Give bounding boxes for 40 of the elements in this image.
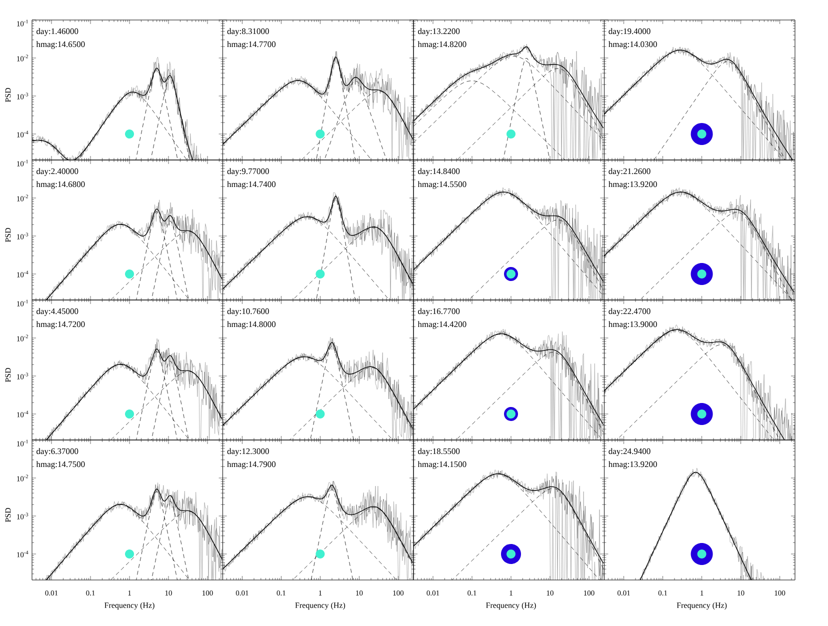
panel-annotation: hmag:14.6800 [36,181,85,189]
panel-annotation: hmag:14.7500 [36,461,85,469]
panel-annotation: hmag:13.9000 [608,321,657,329]
panel-annotation: hmag:14.7400 [227,181,276,189]
panel-annotation: hmag:13.9200 [608,461,657,469]
panel-annotation: hmag:14.7700 [227,41,276,49]
panel-annotation: day:14.8400 [418,168,460,176]
panel-annotation: hmag:14.7900 [227,461,276,469]
panel-annotation: day:16.7700 [418,308,460,316]
panel-annotation: hmag:14.8000 [227,321,276,329]
panel-annotation: hmag:14.5500 [418,181,466,189]
panel-annotation: hmag:14.4200 [418,321,466,329]
axis-label: PSD [5,228,11,242]
panel-annotation: day:19.4000 [608,28,650,36]
panel-annotation: hmag:14.7200 [36,321,85,329]
panel-annotation: day:10.7600 [227,308,269,316]
axis-label: PSD [5,508,11,522]
axis-label: PSD [5,88,11,102]
panel-annotation: day:8.31000 [227,28,269,36]
panel-annotation: day:2.40000 [36,168,78,176]
panel-annotation: hmag:14.0300 [608,41,657,49]
panel-annotation: day:22.4700 [608,308,650,316]
panel-annotation: day:9.77000 [227,168,269,176]
axis-label: Frequency (Hz) [486,602,536,610]
axis-label: Frequency (Hz) [104,602,154,610]
axis-label: Frequency (Hz) [676,602,727,610]
panel-annotation: day:13.2200 [418,28,460,36]
panel-annotation: day:21.2600 [608,168,650,176]
panel-annotation: day:6.37000 [36,448,78,456]
panel-annotation: day:4.45000 [36,308,78,316]
panel-annotation: day:1.46000 [36,28,78,36]
panel-annotation: day:18.5500 [418,448,460,456]
axis-label: Frequency (Hz) [295,602,346,610]
panel-annotation: hmag:13.9200 [608,181,657,189]
panel-annotation: hmag:14.1500 [418,461,466,469]
panel-annotation: hmag:14.8200 [418,41,466,49]
axis-label: PSD [5,368,11,382]
panel-annotation: hmag:14.6500 [36,41,85,49]
panel-annotation: day:24.9400 [608,448,650,456]
panel-annotation: day:12.3000 [227,448,269,456]
